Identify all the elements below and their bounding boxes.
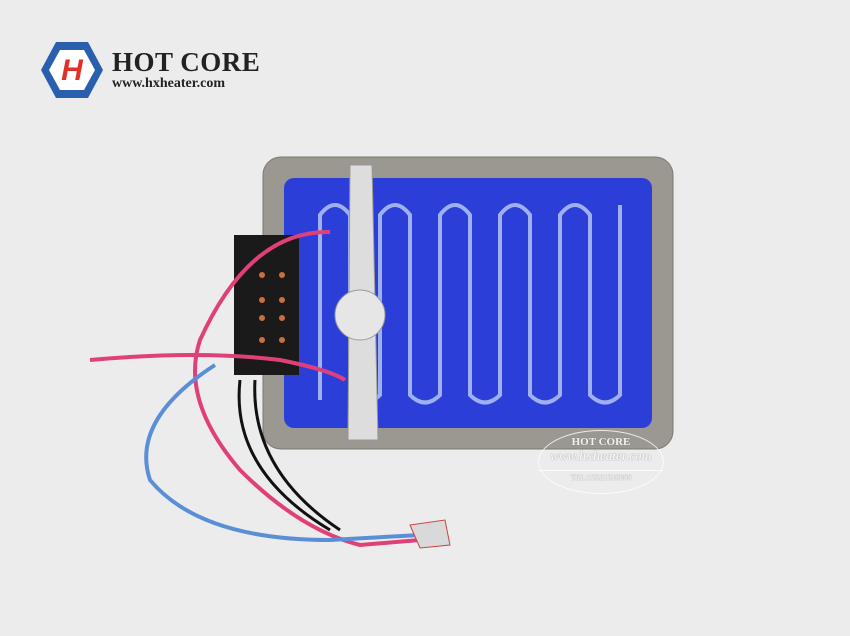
logo-icon: H bbox=[41, 42, 103, 98]
watermark-url: www.hxheater.com bbox=[550, 448, 652, 463]
brand-name: HOT CORE bbox=[112, 47, 261, 77]
blue-wire bbox=[144, 363, 421, 543]
svg-text:H: H bbox=[61, 54, 84, 87]
black-wire bbox=[237, 379, 331, 532]
watermark-brand: HOT CORE bbox=[571, 436, 631, 448]
switch-block bbox=[234, 235, 299, 375]
terminal-connector bbox=[409, 519, 451, 549]
red-wire bbox=[193, 229, 421, 548]
thermostat bbox=[334, 289, 386, 341]
watermark-tel: TEL:15521310300 bbox=[539, 470, 663, 482]
watermark: HOT CORE www.hxheater.com TEL:1552131030… bbox=[538, 430, 664, 494]
brand-logo: H HOT CORE www.hxheater.com bbox=[40, 40, 260, 100]
brand-url: www.hxheater.com bbox=[112, 76, 226, 91]
